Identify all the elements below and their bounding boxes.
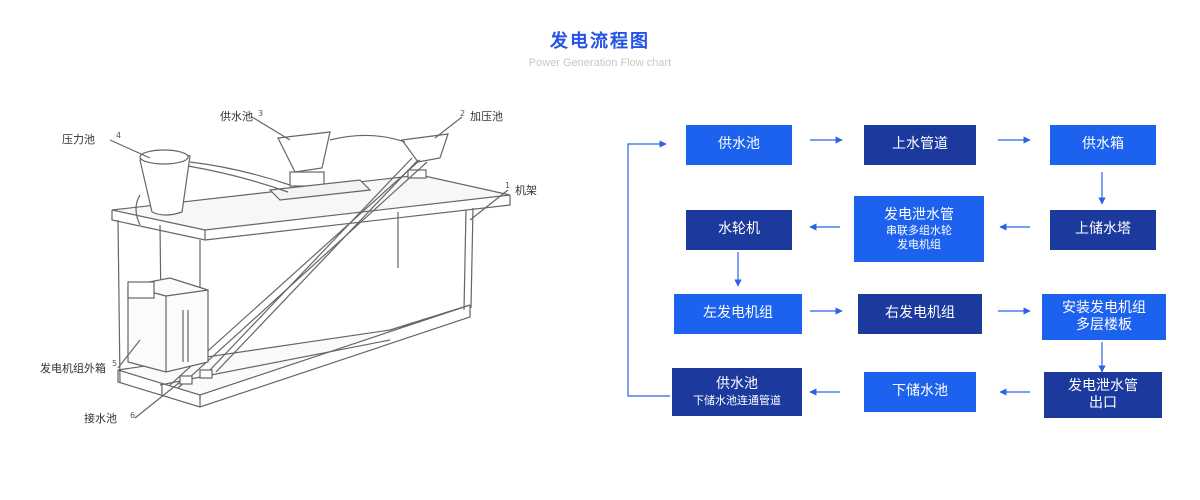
- label-supply-tank-num: 3: [258, 109, 263, 118]
- label-boost-tank-num: 2: [460, 109, 465, 118]
- node-text: 水轮机: [718, 221, 760, 238]
- node-text: 上储水塔: [1075, 221, 1131, 238]
- node-text: 供水池: [718, 136, 760, 153]
- node-text: 右发电机组: [885, 305, 955, 322]
- label-generator-box: 发电机组外箱: [40, 361, 106, 375]
- label-frame-num: 1: [505, 181, 510, 190]
- label-boost-tank: 加压池: [470, 110, 503, 123]
- node-text: 下储水池: [892, 383, 948, 400]
- page-subtitle: Power Generation Flow chart: [528, 57, 672, 69]
- flow-node-supply-box: 供水箱: [1050, 125, 1156, 165]
- flow-node-turbine: 水轮机: [686, 210, 792, 250]
- node-subtext: 发电机组: [897, 237, 941, 251]
- node-text: 安装发电机组: [1062, 299, 1146, 316]
- label-generator-box-num: 5: [112, 359, 117, 368]
- machine-drawing: 压力池 4 供水池 3 加压池 2 机架 1 发电机组外箱 5 接水池 6: [40, 109, 537, 425]
- header: 发电流程图 Power Generation Flow chart: [0, 30, 1200, 70]
- flow-node-supply-return: 供水池 下储水池连通管道: [672, 368, 802, 416]
- flow-node-lower-pool: 下储水池: [864, 372, 976, 412]
- label-pressure-tank: 压力池: [62, 133, 95, 146]
- node-text: 左发电机组: [703, 305, 773, 322]
- flow-node-discharge-pipe: 发电泄水管 串联多组水轮 发电机组: [854, 196, 984, 262]
- flow-chart: 供水池 上水管道 供水箱 上储水塔 发电泄水管 串联多组水轮 发电机组 水轮机 …: [620, 110, 1180, 440]
- node-text: 发电泄水管: [1068, 377, 1138, 394]
- flow-node-left-generator: 左发电机组: [674, 294, 802, 334]
- node-text: 发电泄水管: [884, 206, 954, 223]
- node-subtext: 多层楼板: [1076, 317, 1132, 333]
- label-frame: 机架: [515, 183, 537, 197]
- node-text: 上水管道: [892, 136, 948, 153]
- flow-node-upper-pipe: 上水管道: [864, 125, 976, 165]
- node-text: 供水池: [716, 376, 758, 393]
- label-pressure-tank-num: 4: [116, 131, 121, 140]
- flow-node-right-generator: 右发电机组: [858, 294, 982, 334]
- flow-node-install-floors: 安装发电机组 多层楼板: [1042, 294, 1166, 340]
- flow-node-upper-tower: 上储水塔: [1050, 210, 1156, 250]
- label-catch-tank: 接水池: [84, 412, 117, 425]
- flow-arrows: [627, 136, 1106, 397]
- node-subtext: 下储水池连通管道: [693, 393, 781, 407]
- flow-node-discharge-outlet: 发电泄水管 出口: [1044, 372, 1162, 418]
- node-text: 供水箱: [1082, 136, 1124, 153]
- node-subtext: 串联多组水轮: [886, 224, 952, 237]
- label-catch-tank-num: 6: [130, 411, 135, 420]
- flow-node-supply-pool: 供水池: [686, 125, 792, 165]
- label-supply-tank: 供水池: [220, 109, 253, 123]
- node-subtext: 出口: [1089, 395, 1117, 411]
- arrow-return: [627, 140, 670, 397]
- page-title: 发电流程图: [550, 31, 650, 52]
